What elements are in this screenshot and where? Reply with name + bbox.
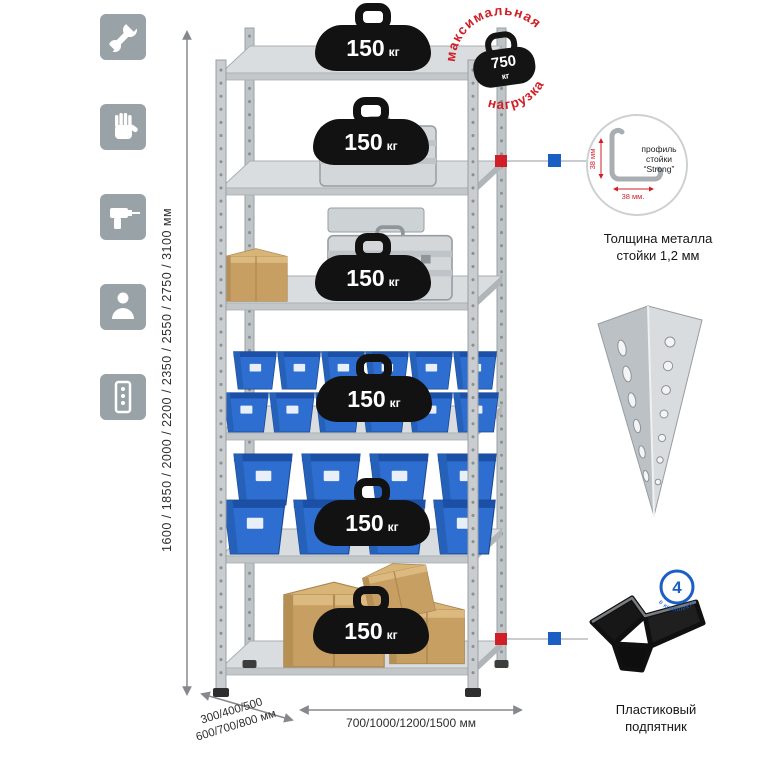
height-dimension-label: 1600 / 1850 / 2000 / 2200 / 2350 / 2550 … [160, 207, 174, 553]
kit-count-badge: 4 в комплекте [657, 569, 697, 613]
shelf-load-badge: 150 кг [314, 476, 430, 548]
drill-icon [100, 194, 146, 240]
post-slots [617, 339, 650, 483]
shelf-load-badge: 150 кг [315, 1, 431, 73]
load-unit: кг [389, 396, 401, 410]
marker-red-top [495, 155, 507, 167]
profile-label: стойки [646, 154, 672, 164]
shelf-load-badge: 150 кг [313, 95, 429, 167]
corner-post-image [597, 305, 703, 517]
marker-blue-top [548, 154, 561, 167]
height-dimension-line [182, 30, 192, 696]
plastic-foot-image [589, 595, 706, 673]
stamp-unit: кг [501, 70, 511, 81]
shelf-load-badge: 150 кг [313, 584, 429, 656]
profile-label: профиль [641, 144, 677, 154]
load-value: 150 [346, 35, 385, 61]
marker-blue-bottom [548, 632, 561, 645]
stamp-value: 750 [490, 52, 517, 72]
load-value: 150 [346, 265, 385, 291]
person-icon [100, 284, 146, 330]
post-profile-callout: 38 мм 38 мм. профиль стойки “Strong” [586, 114, 688, 216]
shelf-load-badge: 150 кг [316, 352, 432, 424]
load-unit: кг [388, 275, 400, 289]
profile-dim-vertical: 38 мм [588, 149, 597, 170]
shelf-load-badge: 150 кг [315, 231, 431, 303]
profile-drawing [609, 127, 664, 182]
max-load-stamp: максимальная нагрузка 750 кг [440, 0, 552, 121]
plastic-foot-caption: Пластиковый подпятник [615, 702, 697, 734]
profile-dim-horizontal: 38 мм. [622, 192, 645, 201]
load-value: 150 [345, 510, 384, 536]
depth-dimension-line [200, 691, 294, 723]
stamp-weight-icon: 750 кг [473, 31, 536, 88]
kit-count-value: 4 [672, 578, 682, 597]
rack-post-icon [100, 374, 146, 420]
load-value: 150 [344, 618, 383, 644]
callout-line-bottom [500, 638, 588, 640]
marker-red-bottom [495, 633, 507, 645]
wrench-icon [100, 14, 146, 60]
load-value: 150 [344, 129, 383, 155]
load-unit: кг [386, 628, 398, 642]
width-dimension-label: 700/1000/1200/1500 мм [346, 716, 476, 730]
shelving-rack-illustration [213, 27, 509, 697]
load-unit: кг [386, 139, 398, 153]
load-unit: кг [387, 520, 399, 534]
load-unit: кг [388, 45, 400, 59]
callout-line-top [500, 160, 590, 162]
gloves-icon [100, 104, 146, 150]
width-dimension-line [299, 705, 523, 715]
post-holes [654, 336, 676, 486]
metal-thickness-caption: Толщина металла стойки 1,2 мм [603, 231, 713, 263]
profile-label: “Strong” [644, 164, 675, 174]
load-value: 150 [347, 386, 386, 412]
